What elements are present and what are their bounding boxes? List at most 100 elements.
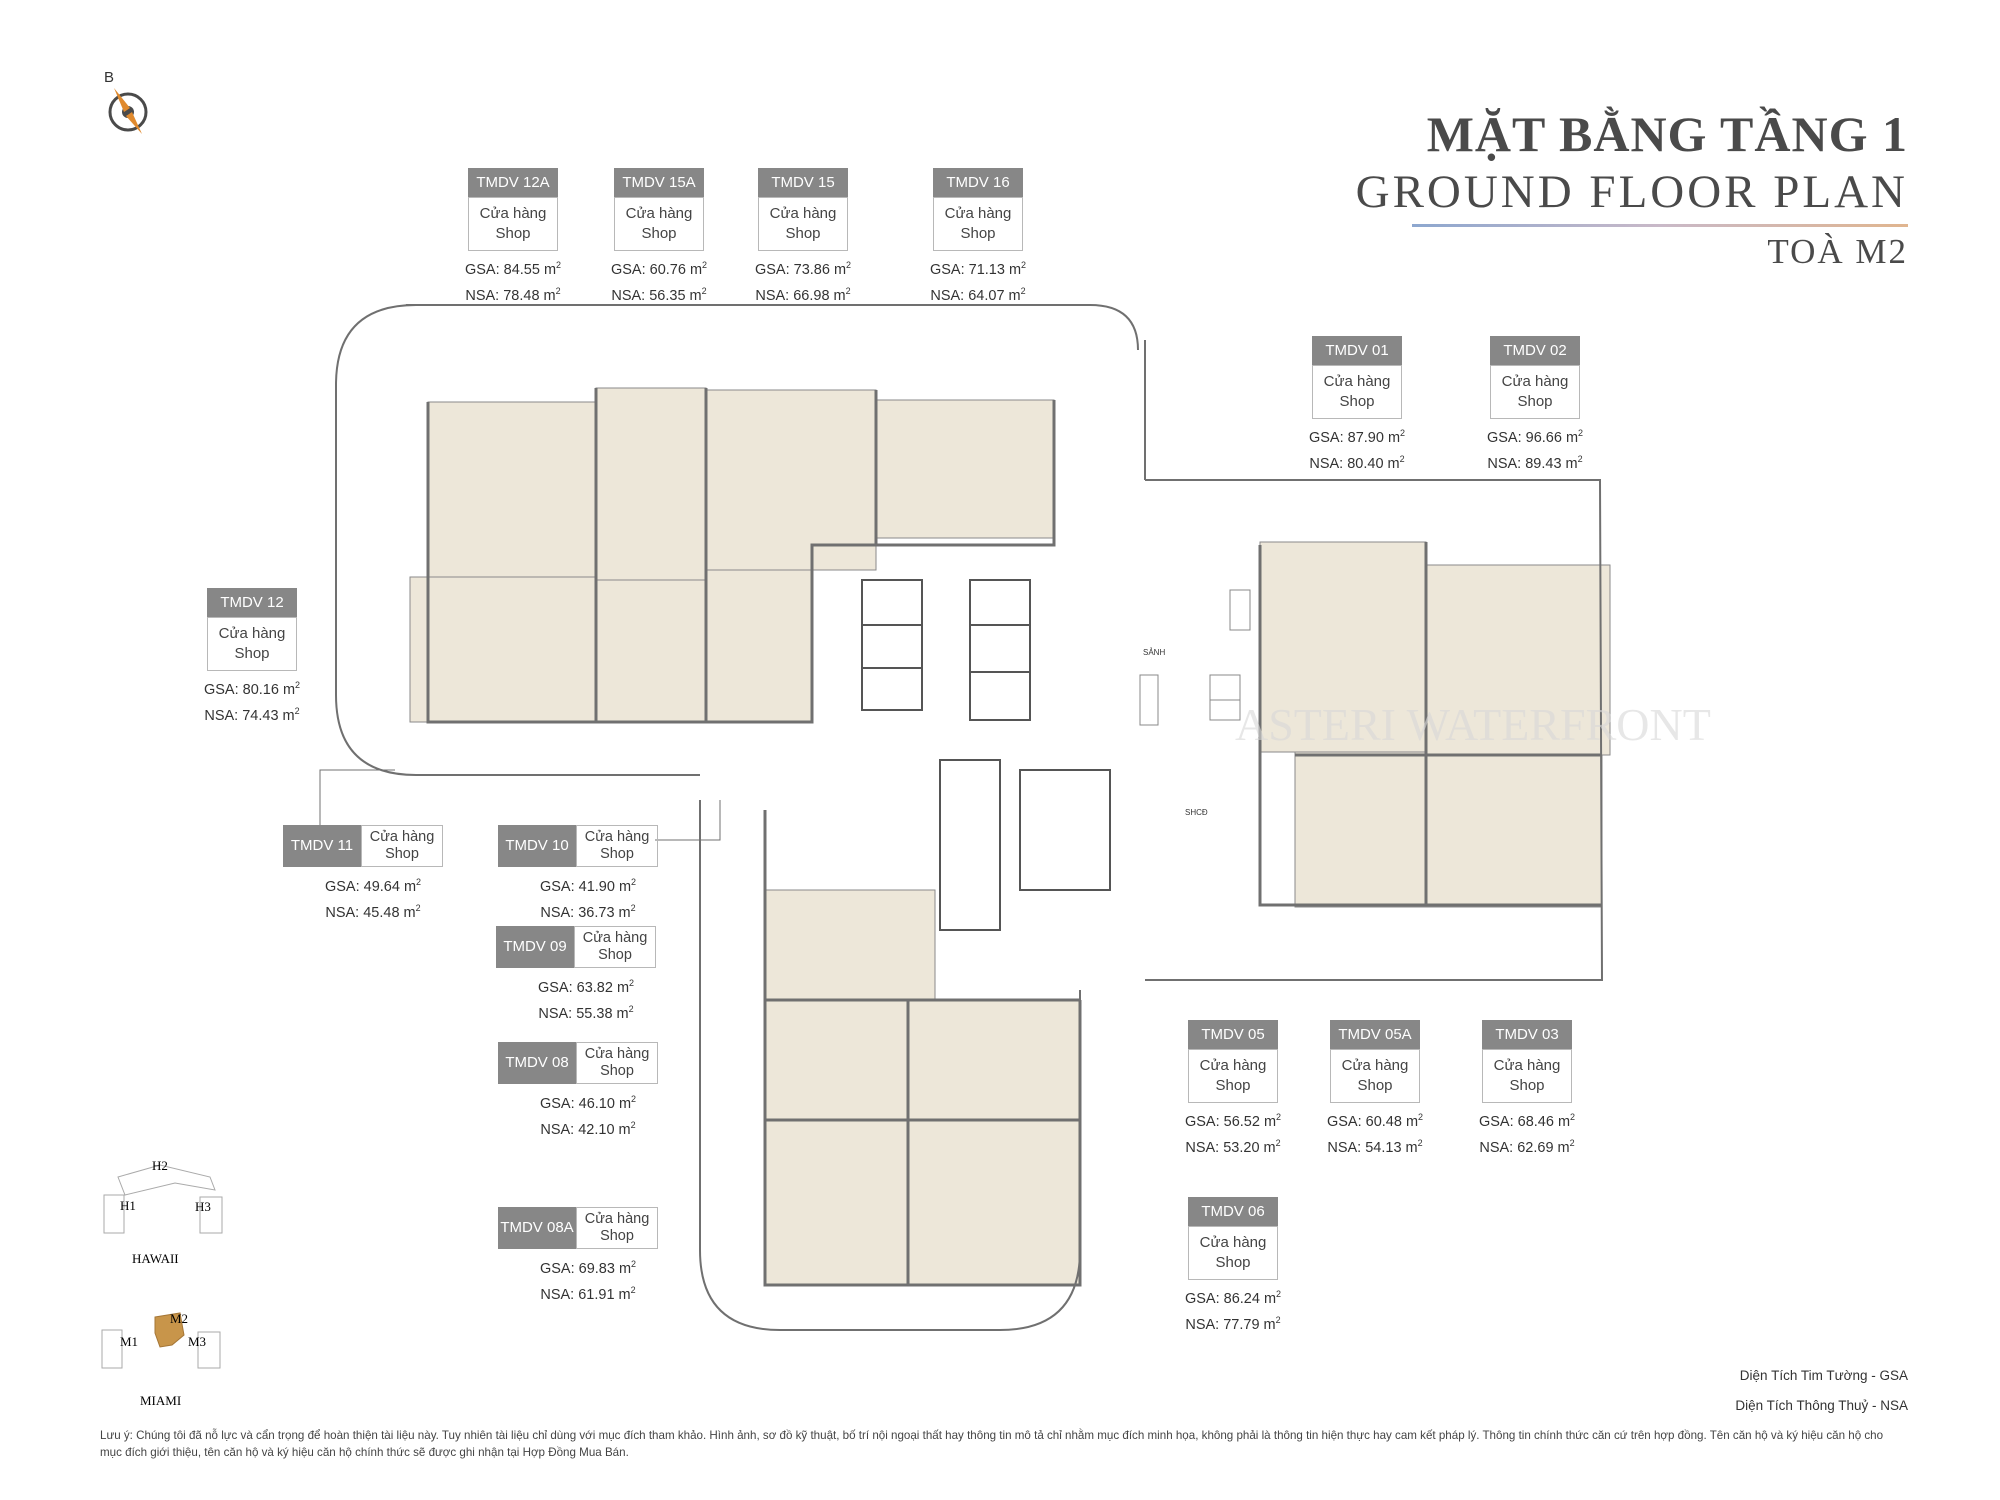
unit-gsa: GSA: 87.90 m [1308,429,1401,446]
unit-exponent: 2 [846,260,852,270]
unit-exponent: 2 [629,978,635,988]
key-block-h3: H3 [195,1199,211,1214]
key-plan-hawaii: H2 H1 H3 HAWAII [103,1158,223,1266]
unit-nsa: NSA: 62.69 m [1479,1139,1570,1156]
unit-exponent: 2 [631,1259,637,1269]
unit-gsa: GSA: 63.82 m [537,979,630,996]
unit-gsa: GSA: 73.86 m [754,261,847,278]
unit-exponent: 2 [1276,1289,1282,1299]
unit-area-03 [1425,754,1603,908]
unit-card-tmdv-02: TMDV 02 Cửa hàng Shop GSA: 96.66 m2 NSA:… [1445,336,1625,475]
unit-type: Cửa hàng Shop [758,197,848,251]
unit-exponent: 2 [1021,260,1027,270]
unit-area-12a [427,401,597,578]
unit-gsa: GSA: 46.10 m [539,1095,632,1112]
unit-type: Cửa hàng Shop [576,1042,658,1084]
key-block-m3: M3 [188,1334,206,1349]
unit-exponent: 2 [1400,428,1406,438]
unit-code: TMDV 05A [1330,1020,1420,1049]
unit-type: Cửa hàng Shop [361,825,443,867]
unit-nsa: NSA: 53.20 m [1185,1139,1276,1156]
unit-gsa: GSA: 96.66 m [1486,429,1579,446]
watermark: ASTERI WATERFRONT [1235,699,1711,750]
unit-exponent: 2 [1578,428,1584,438]
unit-area-15a [595,387,707,581]
unit-area-05 [907,999,1081,1121]
unit-exponent: 2 [556,260,562,270]
unit-exponent: 2 [630,1284,636,1295]
unit-nsa: NSA: 36.73 m [540,904,631,921]
unit-nsa: NSA: 61.91 m [540,1286,631,1303]
unit-exponent: 2 [1275,1314,1281,1325]
unit-gsa: GSA: 69.83 m [539,1260,632,1277]
unit-nsa: NSA: 66.98 m [755,287,846,304]
compass-icon: B [104,69,148,134]
unit-area-11 [595,579,707,723]
disclaimer-note: Lưu ý: Chúng tôi đã nỗ lực và cẩn trọng … [100,1429,1884,1459]
unit-nsa: NSA: 78.48 m [465,287,556,304]
unit-code: TMDV 08A [498,1207,576,1249]
key-plan-miami-name: MIAMI [140,1393,181,1408]
unit-gsa: GSA: 84.55 m [464,261,557,278]
legend-gsa: Diện Tích Tim Tường - GSA [1739,1368,1908,1383]
unit-exponent: 2 [1399,453,1405,464]
unit-gsa: GSA: 60.48 m [1326,1113,1419,1130]
unit-card-tmdv-03: TMDV 03 Cửa hàng Shop GSA: 68.46 m2 NSA:… [1437,1020,1617,1159]
unit-code: TMDV 09 [496,926,574,968]
unit-exponent: 2 [295,680,301,690]
lobby-label: SẢNH [1143,648,1165,657]
unit-exponent: 2 [701,285,707,296]
unit-code: TMDV 12 [207,588,297,617]
unit-code: TMDV 10 [498,825,576,867]
unit-nsa: NSA: 89.43 m [1487,455,1578,472]
unit-type: Cửa hàng Shop [1188,1049,1278,1103]
building-name: TOÀ M2 [1767,232,1908,271]
unit-exponent: 2 [628,1003,634,1014]
unit-exponent: 2 [294,705,300,716]
unit-card-tmdv-01: TMDV 01 Cửa hàng Shop GSA: 87.90 m2 NSA:… [1267,336,1447,475]
unit-nsa: NSA: 64.07 m [930,287,1021,304]
key-block-m2: M2 [170,1311,188,1326]
unit-card-tmdv-06: TMDV 06 Cửa hàng Shop GSA: 86.24 m2 NSA:… [1143,1197,1323,1336]
key-block-h1: H1 [120,1198,136,1213]
unit-gsa: GSA: 68.46 m [1478,1113,1571,1130]
unit-area-05a [1294,751,1427,908]
unit-nsa: NSA: 74.43 m [204,707,295,724]
unit-area-10 [705,569,813,723]
unit-code: TMDV 02 [1490,336,1580,365]
unit-code: TMDV 03 [1482,1020,1572,1049]
unit-type: Cửa hàng Shop [574,926,656,968]
unit-code: TMDV 11 [283,825,361,867]
page-title-vietnamese: MẶT BẰNG TẦNG 1 [1426,106,1908,162]
unit-exponent: 2 [1418,1112,1424,1122]
core-block [861,579,1111,931]
unit-exponent: 2 [631,877,637,887]
unit-card-tmdv-12a: TMDV 12A Cửa hàng Shop GSA: 84.55 m2 NSA… [423,168,603,307]
unit-exponent: 2 [702,260,708,270]
unit-exponent: 2 [1020,285,1026,296]
title-divider [1412,224,1908,227]
unit-exponent: 2 [416,877,422,887]
unit-code: TMDV 06 [1188,1197,1278,1226]
unit-nsa: NSA: 56.35 m [611,287,702,304]
unit-exponent: 2 [1577,453,1583,464]
unit-code: TMDV 16 [933,168,1023,197]
unit-gsa: GSA: 71.13 m [929,261,1022,278]
unit-type: Cửa hàng Shop [1482,1049,1572,1103]
unit-card-tmdv-12: TMDV 12 Cửa hàng Shop GSA: 80.16 m2 NSA:… [162,588,342,727]
page-title-english: GROUND FLOOR PLAN [1355,166,1908,218]
unit-area-15 [705,389,877,571]
unit-exponent: 2 [845,285,851,296]
unit-exponent: 2 [1417,1137,1423,1148]
unit-type: Cửa hàng Shop [1188,1226,1278,1280]
unit-exponent: 2 [555,285,561,296]
unit-type: Cửa hàng Shop [1490,365,1580,419]
lobby-furniture [1139,589,1251,726]
unit-type: Cửa hàng Shop [933,197,1023,251]
unit-area-06 [907,1119,1081,1286]
unit-type: Cửa hàng Shop [576,1207,658,1249]
